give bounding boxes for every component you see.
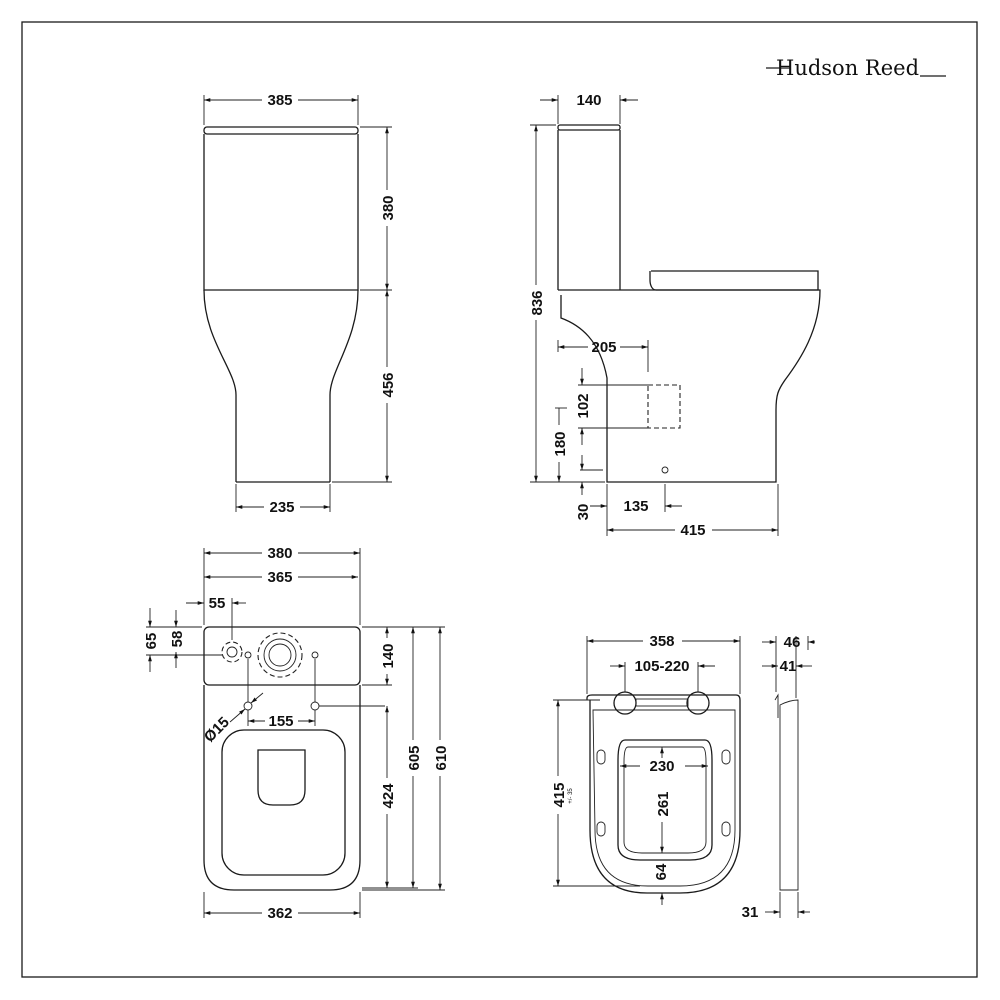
plan-view: 380 365 55 65 58 Ø15 155 140 424 605 610… <box>143 545 450 922</box>
dimension-label: 362 <box>267 905 292 922</box>
front-elevation: 385 380 456 235 <box>203 92 397 516</box>
dimension-label: 610 <box>433 745 450 770</box>
side-elevation: 140 836 205 102 180 30 135 415 <box>529 92 821 539</box>
dimension-label: 41 <box>780 658 797 675</box>
dimension-label: 836 <box>529 290 546 315</box>
dimension-label: 180 <box>552 431 569 456</box>
dimension-label: 385 <box>267 92 292 109</box>
dimension-label: Hudson Reed <box>776 56 919 80</box>
dimension-label: 46 <box>784 634 801 651</box>
dimension-label: 105-220 <box>634 658 689 675</box>
dimension-label: 261 <box>655 791 672 816</box>
dimension-label: 135 <box>623 498 648 515</box>
dimension-label: Ø15 <box>201 714 233 746</box>
dimension-label: 456 <box>380 372 397 397</box>
seat-plan-view: 358 105-220 230 261 64 415 +/- 35 46 41 … <box>551 633 815 921</box>
dimension-label: 205 <box>591 339 616 356</box>
dimension-label: 65 <box>143 633 160 650</box>
dimension-label: 380 <box>267 545 292 562</box>
brand-logo: Hudson Reed <box>766 56 946 80</box>
dimension-label: 155 <box>268 713 293 730</box>
dimension-label: 424 <box>380 783 397 809</box>
dimension-label: 102 <box>575 393 592 418</box>
dimension-label: 358 <box>649 633 674 650</box>
dimension-label: 415 <box>551 782 568 807</box>
dimension-label: 64 <box>653 863 670 880</box>
dimension-label: 230 <box>649 758 674 775</box>
dimension-label: 30 <box>575 504 592 521</box>
dimension-label: 58 <box>169 631 186 648</box>
dimension-label: 140 <box>380 643 397 668</box>
dimension-label: 380 <box>380 195 397 220</box>
dimension-label: 235 <box>269 499 294 516</box>
dimension-label: 140 <box>576 92 601 109</box>
dimension-label: 365 <box>267 569 292 586</box>
drawing-border <box>21 21 978 978</box>
dimension-label: 415 <box>680 522 705 539</box>
dimension-label: 605 <box>406 745 423 770</box>
dimension-label: 31 <box>742 904 759 921</box>
dimension-label: 55 <box>209 595 226 612</box>
dimension-label: +/- 35 <box>568 788 574 804</box>
